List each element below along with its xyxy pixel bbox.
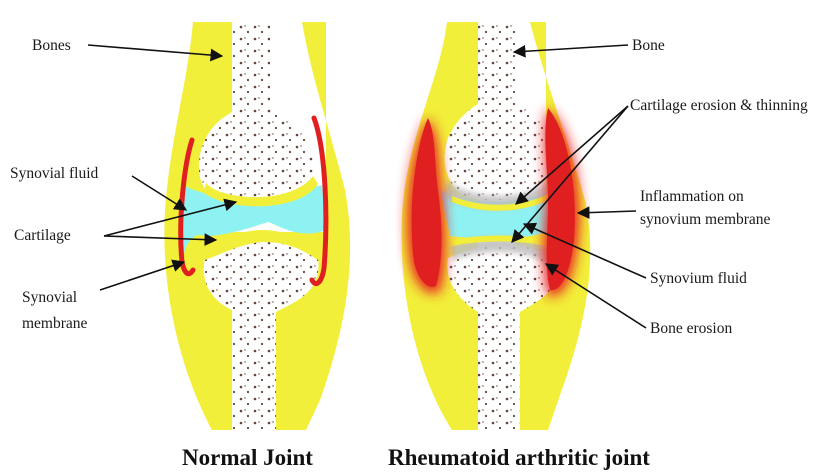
- label-bones: Bones: [32, 37, 71, 54]
- label-bone-erosion: Bone erosion: [650, 320, 732, 337]
- label-synovial-membrane-line1: Synovial: [22, 289, 77, 306]
- label-cartilage: Cartilage: [14, 227, 71, 244]
- label-synovium-fluid: Synovium fluid: [650, 270, 747, 287]
- label-synovial-fluid: Synovial fluid: [10, 165, 99, 182]
- label-bone: Bone: [632, 37, 665, 54]
- label-synovial-membrane-line2: membrane: [22, 315, 88, 332]
- ra-joint: [402, 22, 591, 430]
- label-inflammation-line2: synovium membrane: [640, 211, 771, 228]
- label-cartilage-erosion: Cartilage erosion & thinning: [630, 97, 808, 114]
- caption-normal-joint: Normal Joint: [182, 445, 313, 470]
- label-inflammation-line1: Inflammation on: [640, 188, 744, 205]
- caption-ra-joint: Rheumatoid arthritic joint: [388, 445, 650, 470]
- normal-joint: [164, 22, 350, 430]
